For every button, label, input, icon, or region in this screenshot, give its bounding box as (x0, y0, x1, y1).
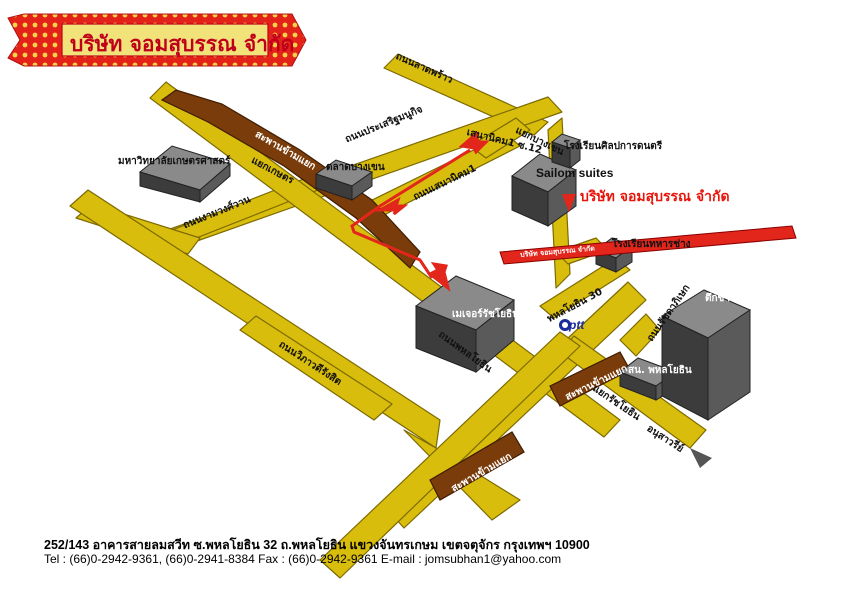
building-kasetsart (138, 145, 232, 204)
address-line-1: 252/143 อาคารสายลมสวีท ซ.พหลโยธิน 32 ถ.พ… (44, 538, 590, 552)
banner (7, 13, 307, 67)
company-location-label: บริษัท จอมสุบรรณ จำกัด (580, 189, 730, 205)
route-arrow-1 (374, 196, 409, 216)
building-bangkhen-market (314, 159, 374, 201)
ptt-logo (559, 319, 571, 331)
building-chang (660, 289, 752, 421)
road-phahonyothin-30 (539, 257, 631, 319)
place-label-chang-building: ตึกช้าง (705, 293, 735, 304)
bridge-lower (429, 431, 525, 501)
road-ratchayothin-lower (239, 315, 393, 421)
road-senanikom1-soi12 (469, 117, 531, 159)
road-ratchada (619, 313, 661, 357)
banner-title: บริษัท จอมสุบรรณ จำกัด (70, 31, 295, 56)
company-location-pin (562, 194, 576, 212)
building-major-ratchayothin (414, 275, 515, 374)
company-sign (499, 225, 797, 265)
route-arrow-2 (458, 131, 490, 155)
route-arrow-3 (427, 261, 451, 292)
route-line (350, 148, 471, 279)
place-label-kasetsart: มหาวิทยาลัยเกษตรศาสตร์ (118, 156, 231, 167)
road-lower-left (319, 331, 581, 579)
place-label-arts-school: โรงเรียนศิลปการดนตรี (564, 141, 663, 152)
anusawari-arrow (690, 448, 712, 468)
place-label-engineer-school: โรงเรียนทหารช่าง (612, 239, 691, 250)
place-label-sailom-suites: Sailom suites (536, 166, 614, 180)
place-label-bangkhen-market: ตลาดบางเขน (326, 162, 385, 173)
place-label-major-ratchayothin: เมเจอร์รัชโยธิน (452, 309, 519, 320)
place-label-police-station: สน. พหลโยธิน (628, 365, 692, 376)
place-label-ptt: ptt (569, 318, 585, 332)
building-arts-school (550, 133, 582, 170)
address-line-2: Tel : (66)0-2942-9361, (66)0-2941-8384 F… (44, 552, 562, 566)
